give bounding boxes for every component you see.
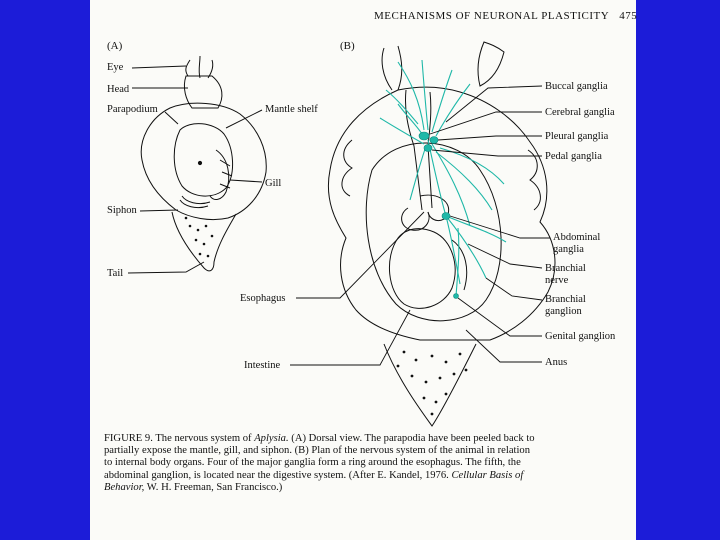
abdominal-ganglion-mark <box>441 212 451 220</box>
panel-a-drawing <box>127 55 267 274</box>
genital-ganglion-mark <box>453 293 459 299</box>
label-cerebral-ganglia: Cerebral ganglia <box>545 107 615 118</box>
label-tail: Tail <box>107 268 124 279</box>
caption-species: Aplysia. <box>254 433 289 444</box>
label-branchial-ganglion-line2: ganglion <box>545 306 582 317</box>
label-genital-ganglion: Genital ganglion <box>545 331 616 342</box>
running-title: MECHANISMS OF NEURONAL PLASTICITY <box>374 10 610 22</box>
label-buccal-ganglia: Buccal ganglia <box>545 81 608 92</box>
label-branchial-nerve-line1: Branchial <box>545 263 586 274</box>
panel-b-tag: (B) <box>340 40 355 52</box>
book-page <box>90 0 636 540</box>
page-number: 475 <box>619 10 638 22</box>
caption-figure-number: FIGURE 9. <box>104 433 153 444</box>
figure-caption: FIGURE 9. The nervous system of Aplysia.… <box>104 433 536 494</box>
caption-body: (A) Dorsal view. The parapodia have been… <box>104 433 535 481</box>
ganglia <box>418 131 459 299</box>
nerve-network <box>379 59 507 297</box>
label-mantle-shelf: Mantle shelf <box>265 104 318 115</box>
label-abdominal-ganglia-line2: ganglia <box>553 244 584 255</box>
caption-lead: The nervous system of <box>155 433 252 444</box>
pleural-ganglion-mark <box>429 136 439 144</box>
caption-publisher: W. H. Freeman, San Francisco.) <box>146 481 283 493</box>
label-parapodium: Parapodium <box>107 104 158 115</box>
label-esophagus: Esophagus <box>240 293 286 304</box>
label-branchial-ganglion-line1: Branchial <box>545 294 586 305</box>
pedal-ganglion-mark <box>423 144 433 152</box>
running-head: MECHANISMS OF NEURONAL PLASTICITY 475 <box>374 10 637 22</box>
label-intestine: Intestine <box>244 360 281 371</box>
label-anus: Anus <box>545 357 568 368</box>
label-head: Head <box>107 84 130 95</box>
label-eye: Eye <box>107 62 124 73</box>
label-branchial-nerve-line2: nerve <box>545 275 569 286</box>
panel-a-tag: (A) <box>107 40 123 52</box>
label-pedal-ganglia: Pedal ganglia <box>545 151 602 162</box>
label-abdominal-ganglia-line1: Abdominal <box>553 232 601 243</box>
label-gill: Gill <box>265 178 282 189</box>
caption-book-title: Cellular Basis of Behavior, <box>104 469 524 493</box>
panel-b-leaders <box>290 85 550 366</box>
label-siphon: Siphon <box>107 205 137 216</box>
label-pleural-ganglia: Pleural ganglia <box>545 131 609 142</box>
cerebral-ganglion-mark <box>418 131 430 141</box>
